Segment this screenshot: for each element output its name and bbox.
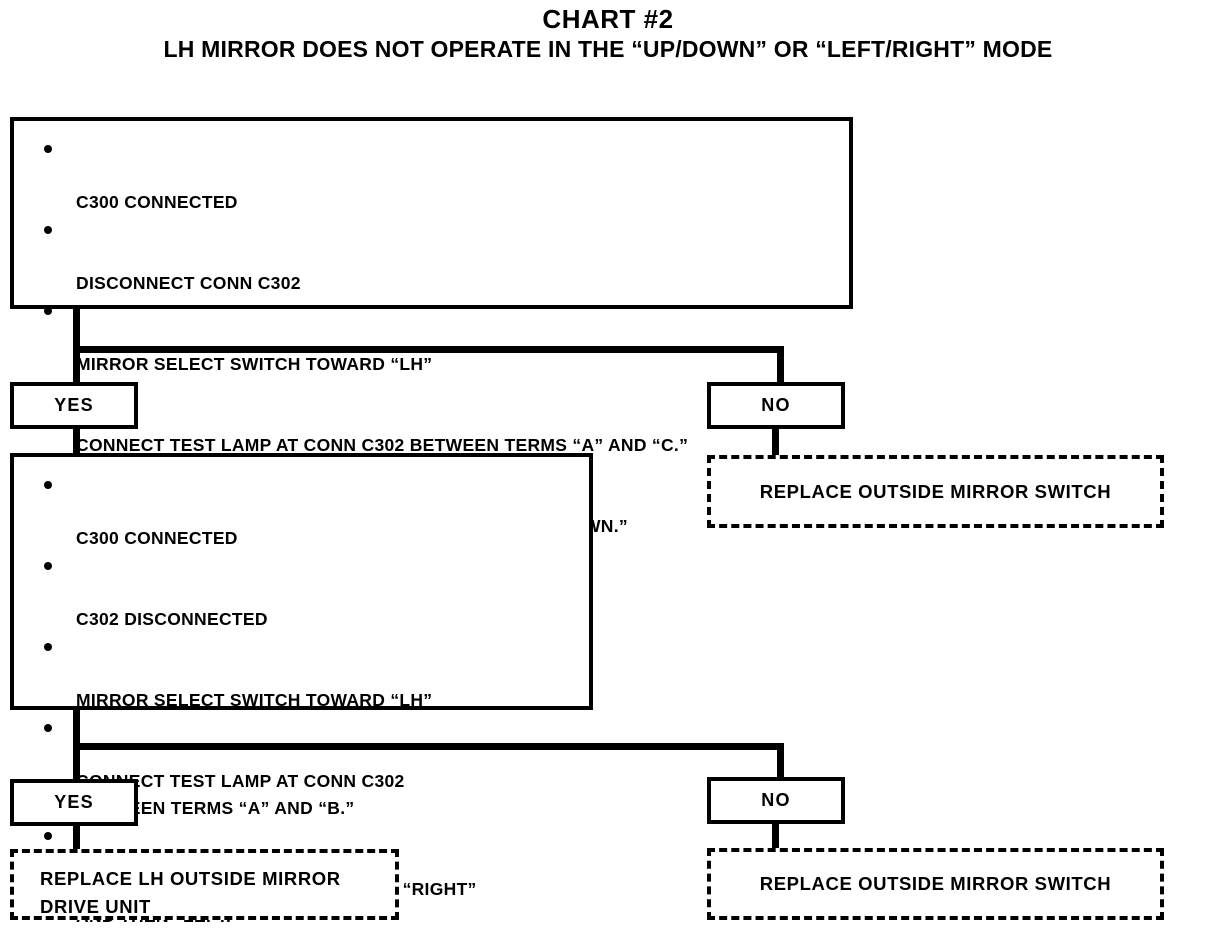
result-box-replace-lh-outside-mirror-drive-unit: REPLACE LH OUTSIDE MIRROR DRIVE UNIT [10,849,399,920]
list-item-text: C302 DISCONNECTED [76,609,268,629]
connector-step2-to-yes [73,743,80,779]
list-item-text: DISCONNECT CONN C302 [76,273,301,293]
list-item: CONNECT TEST LAMP AT CONN C302 BETWEEN T… [40,378,839,459]
connector-step1-to-yes [73,346,80,384]
step2-bullet-list: C300 CONNECTED C302 DISCONNECTED MIRROR … [14,457,589,926]
list-item-text: C300 CONNECTED [76,192,238,212]
connector-yes1-to-step2 [73,427,80,455]
connector-step2-down [73,707,80,752]
branch2-no-label: NO [761,790,791,810]
connector-step1-to-no [777,346,784,384]
branch2-yes-label: YES [54,792,94,812]
bullet-dot-icon [44,724,52,732]
branch2-yes-box[interactable]: YES [10,779,138,826]
list-item-text: C300 CONNECTED [76,528,238,548]
connector-step1-branch [73,346,784,353]
list-item-text: CONNECT TEST LAMP AT CONN C302 BETWEEN T… [76,435,689,455]
list-item: C300 CONNECTED [40,135,839,216]
bullet-dot-icon [44,307,52,315]
bullet-dot-icon [44,145,52,153]
result-text: REPLACE OUTSIDE MIRROR SWITCH [759,873,1112,894]
connector-no1-to-result [772,427,779,457]
connector-yes2-to-result [73,824,80,851]
process-box-step2: C300 CONNECTED C302 DISCONNECTED MIRROR … [10,453,593,926]
list-item: MIRROR SELECT SWITCH TOWARD “LH” [40,297,839,378]
bullet-dot-icon [44,226,52,234]
branch1-yes-box[interactable]: YES [10,382,138,429]
step1-bullet-list: C300 CONNECTED DISCONNECT CONN C302 MIRR… [14,121,849,563]
list-item-text: MIRROR SELECT SWITCH TOWARD “LH” [76,690,433,710]
list-item: MIRROR SELECT SWITCH TOWARD “LH” [40,633,579,714]
process-box-step1: C300 CONNECTED DISCONNECT CONN C302 MIRR… [10,117,853,563]
connector-step2-to-no [777,743,784,779]
connector-step2-branch [73,743,784,750]
list-item-text: MIRROR SELECT SWITCH TOWARD “LH” [76,354,433,374]
branch1-yes-label: YES [54,395,94,415]
bullet-dot-icon [44,643,52,651]
result-box-replace-outside-mirror-switch-1: REPLACE OUTSIDE MIRROR SWITCH [707,455,1164,528]
bullet-dot-icon [44,562,52,570]
connector-step1-down [73,305,80,353]
list-item: C302 DISCONNECTED [40,552,579,633]
branch1-no-label: NO [761,395,791,415]
branch1-no-box[interactable]: NO [707,382,845,429]
result-text: REPLACE OUTSIDE MIRROR SWITCH [759,480,1112,502]
page-subtitle: LH MIRROR DOES NOT OPERATE IN THE “UP/DO… [163,36,1053,62]
page-title: CHART #2 [542,4,674,34]
connector-no2-to-result [772,822,779,850]
branch2-no-box[interactable]: NO [707,777,845,824]
list-item: C300 CONNECTED [40,471,579,552]
result-text: REPLACE LH OUTSIDE MIRROR DRIVE UNIT [40,868,341,917]
result-box-replace-outside-mirror-switch-2: REPLACE OUTSIDE MIRROR SWITCH [707,848,1164,920]
bullet-dot-icon [44,832,52,840]
list-item: DISCONNECT CONN C302 [40,216,839,297]
bullet-dot-icon [44,481,52,489]
